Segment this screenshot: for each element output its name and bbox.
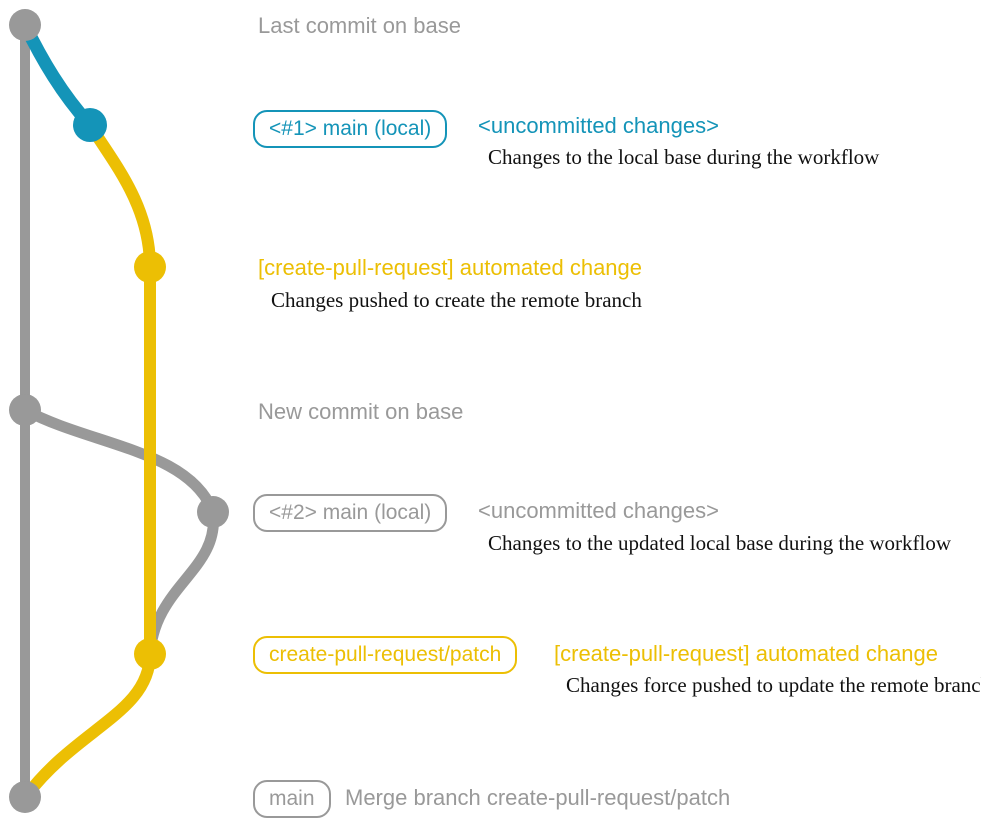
commit-automated-change-1	[134, 251, 166, 283]
edge-new-base-to-local2	[19, 404, 219, 518]
commit-merge	[9, 781, 41, 813]
note-push-create-remote-branch: Changes pushed to create the remote bran…	[271, 288, 642, 312]
heading-merge-branch: Merge branch create-pull-request/patch	[345, 785, 731, 810]
commit-last-on-base	[9, 9, 41, 41]
caption-last-commit-on-base: Last commit on base	[258, 13, 461, 38]
commit-new-on-base	[9, 394, 41, 426]
note-force-push-remote-branch: Changes force pushed to update the remot…	[566, 673, 981, 697]
edge-base-to-local1	[18, 18, 97, 132]
branch-label-main: main	[253, 780, 331, 819]
git-graph	[9, 9, 229, 813]
branch-label-create-pull-request-patch: create-pull-request/patch	[253, 636, 518, 675]
heading-uncommitted-changes-1: <uncommitted changes>	[478, 113, 719, 138]
patch-branch-line	[21, 119, 156, 801]
note-local-base-changes-1: Changes to the local base during the wor…	[488, 145, 880, 169]
heading-automated-change-1: [create-pull-request] automated change	[258, 255, 643, 280]
commit-local-main-2	[197, 496, 229, 528]
branch-label-main-local-2: <#2> main (local)	[253, 494, 448, 533]
commit-local-main-1	[73, 108, 107, 142]
heading-uncommitted-changes-2: <uncommitted changes>	[478, 498, 719, 523]
note-updated-local-base-changes: Changes to the updated local base during…	[488, 531, 952, 555]
caption-new-commit-on-base: New commit on base	[258, 399, 464, 424]
edge-local2-to-patch	[144, 506, 219, 660]
heading-automated-change-2: [create-pull-request] automated change	[554, 641, 939, 666]
branch-label-main-local-1: <#1> main (local)	[253, 110, 448, 149]
commit-automated-change-2	[134, 638, 166, 670]
